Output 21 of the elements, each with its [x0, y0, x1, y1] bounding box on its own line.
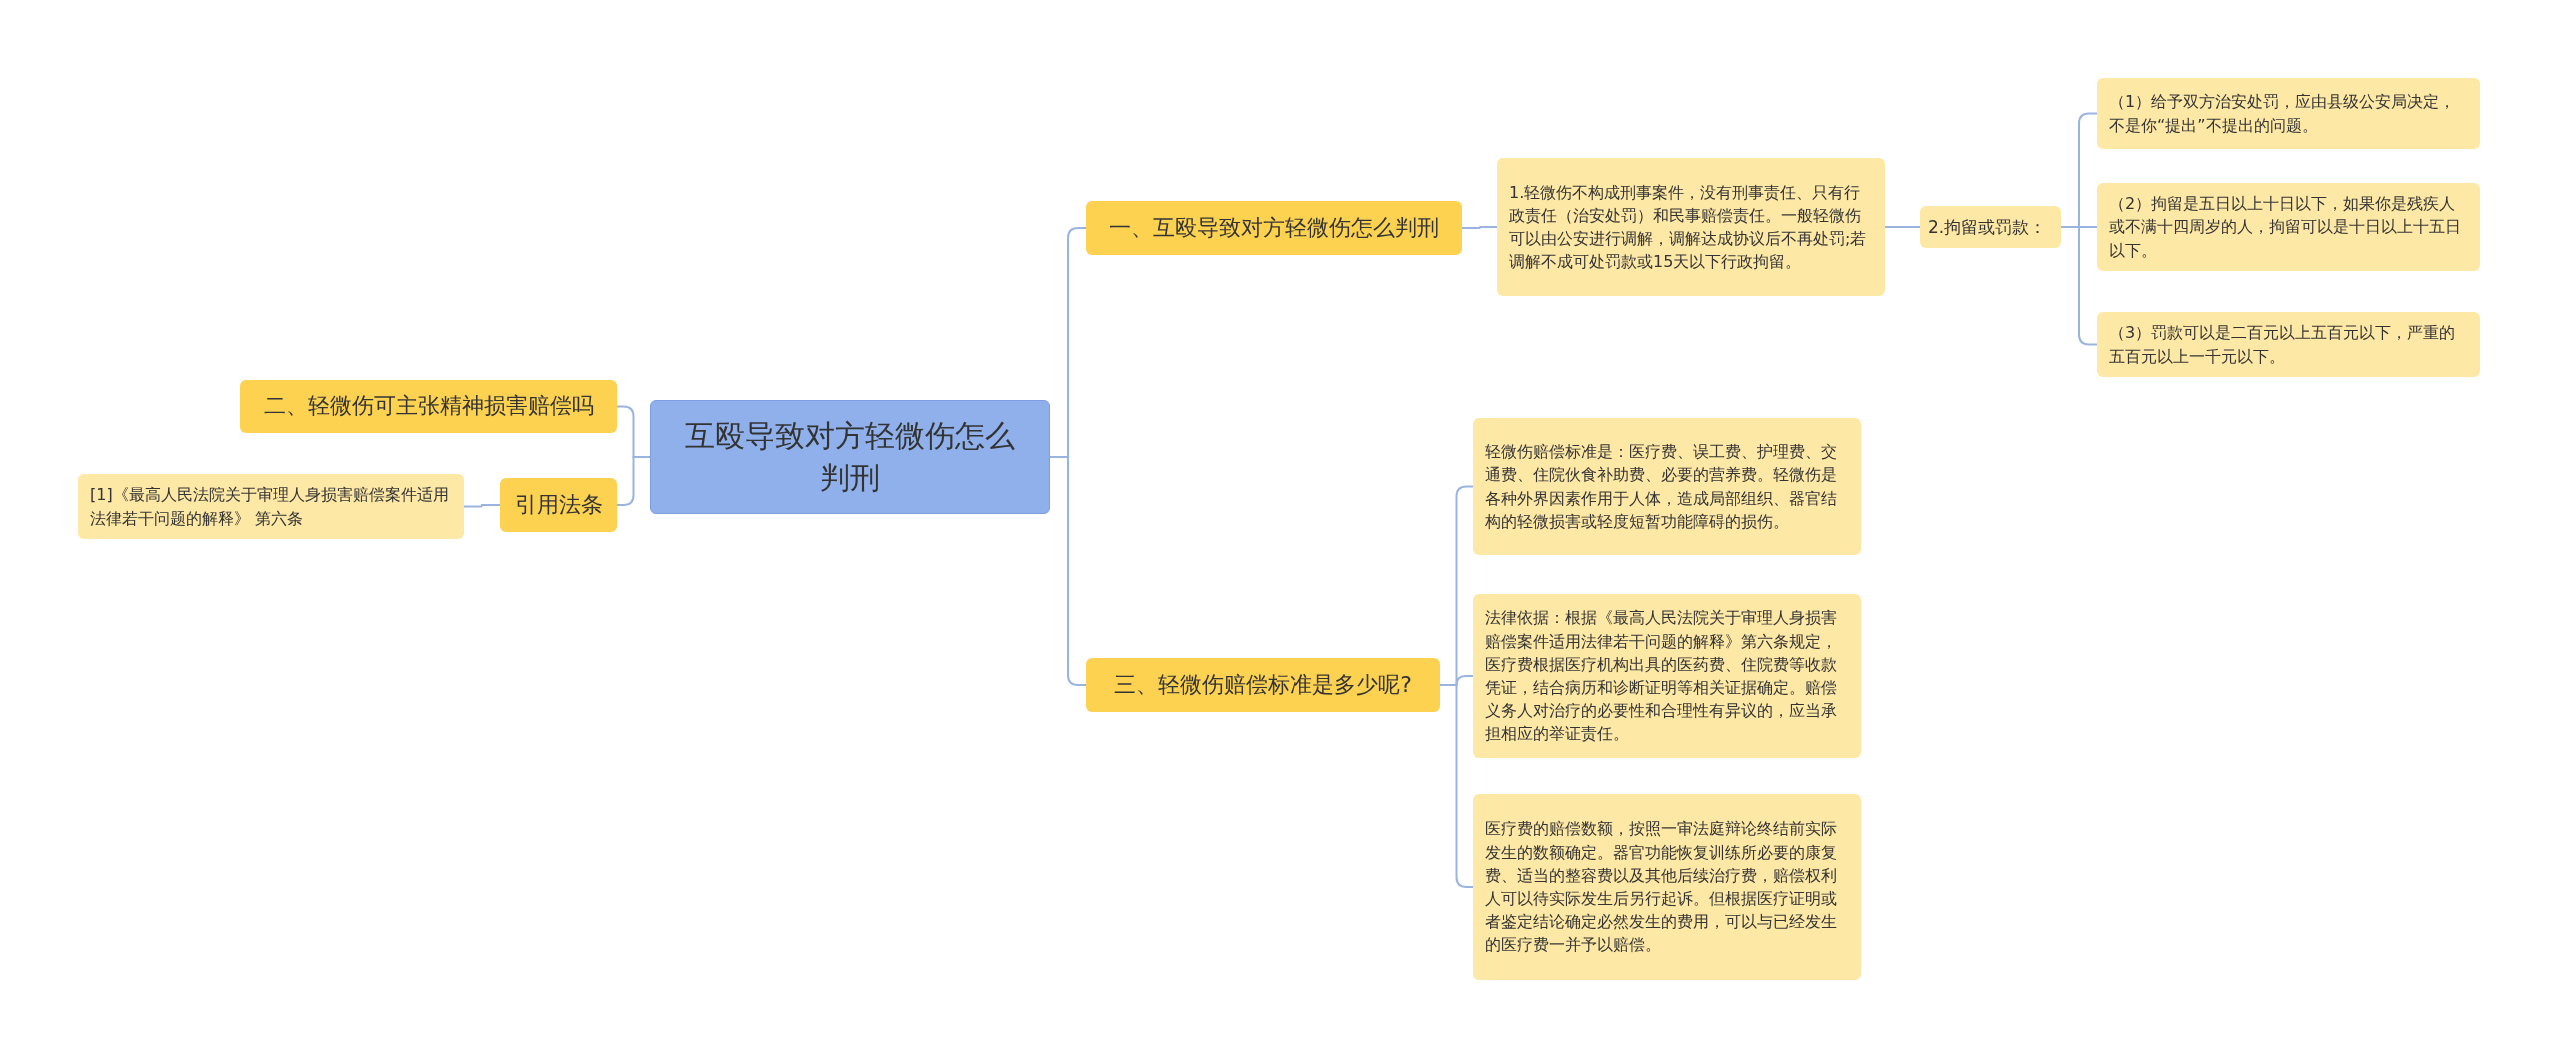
connector-line: [2060, 226, 2098, 346]
connector-line: [1049, 456, 1087, 686]
connector-line: [1461, 226, 1498, 229]
topic-box: 三、轻微伤赔偿标准是多少呢?: [1086, 658, 1440, 712]
topic-box: 引用法条: [500, 478, 617, 532]
note-box: 医疗费的赔偿数额，按照一审法庭辩论终结前实际发生的数额确定。器官功能恢复训练所必要的康复费、适当的整容费以及其他后续治疗费，赔偿权利人可以待实际发生后另行起诉。但根据医疗证明或者鉴定结论确定必然发生的费用，可以与已经发生的医疗费一并予以赔偿。: [1473, 794, 1861, 980]
note-box: 轻微伤赔偿标准是：医疗费、误工费、护理费、交通费、住院伙食补助费、必要的营养费。轻微伤是各种外界因素作用于人体，造成局部组织、器官结构的轻微损害或轻度短暂功能障碍的损伤。: [1473, 418, 1861, 555]
note-box: （1）给予双方治安处罚，应由县级公安局决定，不是你“提出”不提出的问题。: [2097, 78, 2480, 149]
central-topic-box: 互殴导致对方轻微伤怎么判刑: [650, 400, 1050, 514]
connector-line: [1439, 684, 1474, 888]
connector-line: [463, 504, 501, 508]
connector-line: [616, 456, 651, 506]
subtopic-box: 2.拘留或罚款：: [1920, 206, 2061, 248]
note-box: （2）拘留是五日以上十日以下，如果你是残疾人或不满十四周岁的人，拘留可以是十日以上十五日以下。: [2097, 183, 2480, 271]
note-box: [1]《最高人民法院关于审理人身损害赔偿案件适用法律若干问题的解释》 第六条: [78, 474, 464, 539]
note-box: 法律依据：根据《最高人民法院关于审理人身损害赔偿案件适用法律若干问题的解释》第六条规定，医疗费根据医疗机构出具的医药费、住院费等收款凭证，结合病历和诊断证明等相关证据确定。赔偿义务人对治疗的必要性和合理性有异议的，应当承担相应的举证责任。: [1473, 594, 1861, 758]
note-box: 1.轻微伤不构成刑事案件，没有刑事责任、只有行政责任（治安处罚）和民事赔偿责任。一般轻微伤可以由公安进行调解，调解达成协议后不再处罚;若调解不成可处罚款或15天以下行政拘留。: [1497, 158, 1885, 296]
note-box: （3）罚款可以是二百元以上五百元以下，严重的五百元以上一千元以下。: [2097, 312, 2480, 377]
topic-box: 一、互殴导致对方轻微伤怎么判刑: [1086, 201, 1462, 255]
connector-line: [1884, 226, 1921, 228]
topic-box: 二、轻微伤可主张精神损害赔偿吗: [240, 380, 617, 433]
